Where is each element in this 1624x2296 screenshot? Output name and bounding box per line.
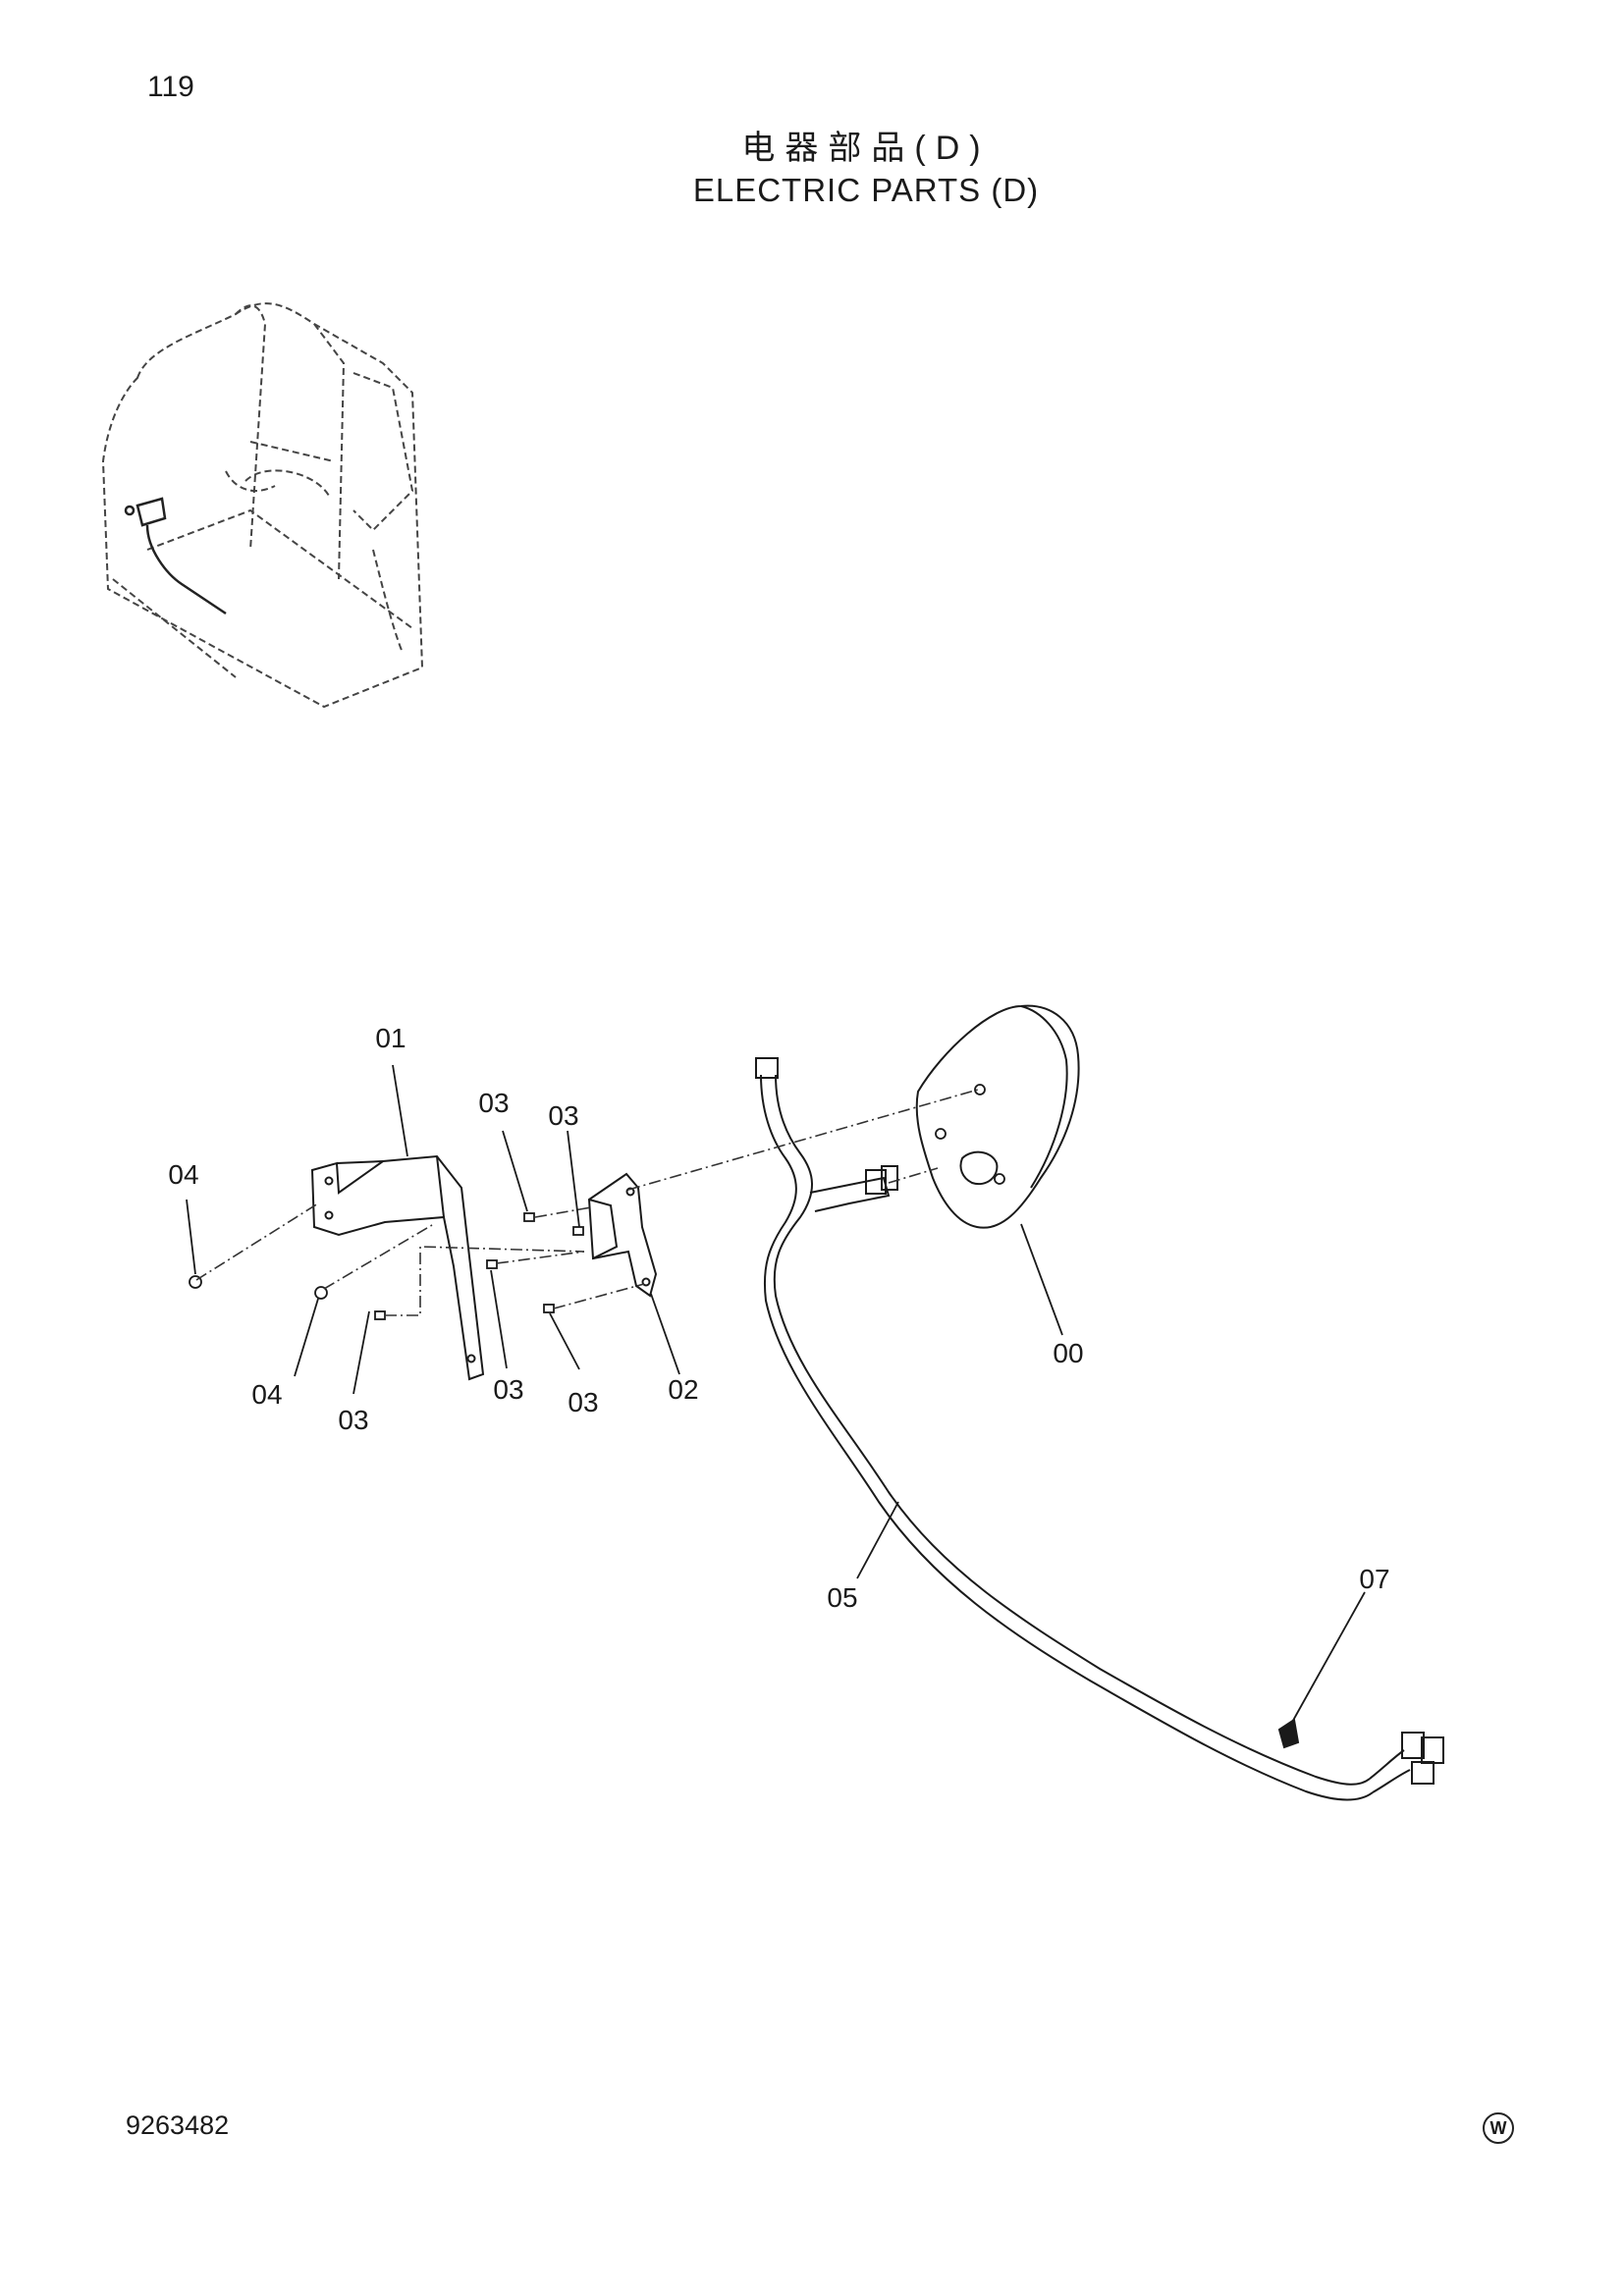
callout-labels: 01 03 03 04 04 03 03 03 02 00 05 07 (168, 1023, 1389, 1613)
callout-03-lower-mid: 03 (493, 1374, 523, 1405)
callout-03-lower-right: 03 (568, 1387, 598, 1417)
cab-harness-detail (124, 497, 227, 615)
callout-01: 01 (375, 1023, 406, 1053)
cab-overview-illustration (101, 302, 424, 709)
leader-lines (186, 1064, 1366, 1727)
document-number: 9263482 (126, 2110, 230, 2140)
callout-03-upper-left: 03 (478, 1088, 509, 1118)
callout-05: 05 (827, 1582, 857, 1613)
wire-harness-05 (755, 1057, 1444, 1801)
bracket-02 (587, 1172, 658, 1298)
page-number: 119 (147, 71, 194, 103)
callout-04-upper: 04 (168, 1159, 198, 1190)
callout-00: 00 (1053, 1338, 1083, 1368)
brand-logo-icon: W (1483, 2112, 1514, 2144)
callout-03-upper-right: 03 (548, 1100, 578, 1131)
callout-04-lower: 04 (251, 1379, 282, 1410)
bracket-01 (310, 1154, 485, 1381)
assembly-lines (195, 1089, 979, 1316)
callout-02: 02 (668, 1374, 698, 1405)
monitor-unit-00 (915, 1004, 1080, 1229)
title-english: ELECTRIC PARTS (D) (692, 172, 1040, 208)
callout-03-lower-left: 03 (338, 1405, 368, 1435)
title-chinese: 电器部品(D) (741, 130, 991, 167)
callout-07: 07 (1359, 1564, 1389, 1594)
